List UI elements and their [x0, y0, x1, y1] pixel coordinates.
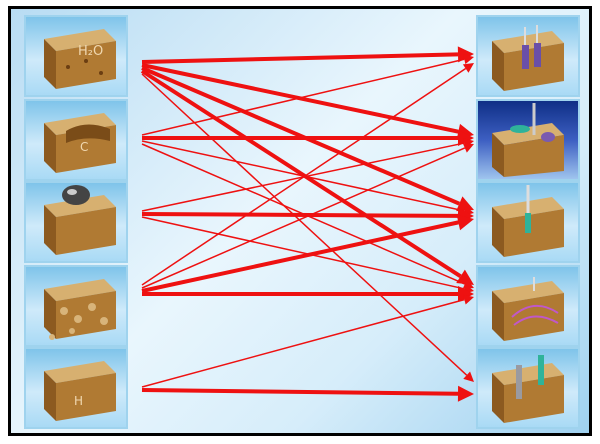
drill-platform-block-icon [492, 103, 564, 177]
left-tile-loose-soil [24, 265, 128, 347]
sensor-probes-block-icon [492, 25, 564, 91]
water-soil-block-icon: H₂O [44, 29, 116, 89]
connection-arrow-3-2 [141, 220, 459, 293]
right-tile-subsurface-scan [476, 265, 580, 347]
tile-label: H₂O [78, 44, 103, 59]
right-tile-sensor-probes [476, 15, 580, 97]
connection-arrow-4-4 [141, 388, 459, 396]
instrument-tubes-block-icon [492, 355, 564, 423]
connection-arrow-3-0 [141, 67, 467, 286]
arrow-head-3-1 [462, 143, 474, 153]
right-tile-drill-platform [476, 99, 580, 181]
right-tile-borehole-probe [476, 181, 580, 263]
connection-arrow-0-3 [140, 69, 462, 279]
right-tile-instrument-tubes [476, 347, 580, 429]
loose-soil-block-icon [44, 279, 116, 340]
hydrogen-soil-block-icon: H [44, 361, 116, 421]
left-tile-hydrogen: H [24, 347, 128, 429]
arrow-head-3-2 [456, 214, 474, 231]
connection-arrow-3-1 [141, 147, 466, 289]
tile-label: H [74, 394, 83, 408]
connection-arrow-0-2 [141, 66, 461, 206]
connection-arrow-2-2 [141, 212, 459, 218]
tile-label: C [80, 140, 88, 154]
arrow-head-1-0 [463, 54, 474, 65]
arrow-head-0-3 [456, 269, 474, 285]
connection-arrow-1-0 [141, 58, 465, 136]
left-tile-organism [24, 181, 128, 263]
subsurface-scan-block-icon [492, 277, 564, 341]
borehole-probe-block-icon [492, 185, 564, 257]
connection-arrow-0-0 [141, 52, 459, 64]
arrow-head-3-3 [458, 286, 474, 302]
arrow-head-4-3 [463, 294, 474, 305]
connection-arrow-4-3 [141, 298, 465, 388]
connection-arrow-1-2 [141, 140, 465, 212]
left-tile-carbon: C [24, 99, 128, 181]
arrow-head-0-4 [463, 371, 474, 382]
organism-soil-block-icon [44, 185, 116, 255]
arrow-head-3-0 [462, 63, 474, 73]
connection-arrow-0-4 [141, 73, 468, 376]
arrow-head-4-4 [457, 385, 474, 402]
arrow-head-0-2 [456, 196, 474, 212]
left-tile-water: H₂O [24, 15, 128, 97]
carbon-soil-block-icon: C [44, 113, 116, 173]
arrow-head-0-0 [457, 46, 474, 63]
arrow-head-1-1 [458, 130, 474, 146]
connection-arrow-2-3 [141, 216, 465, 290]
